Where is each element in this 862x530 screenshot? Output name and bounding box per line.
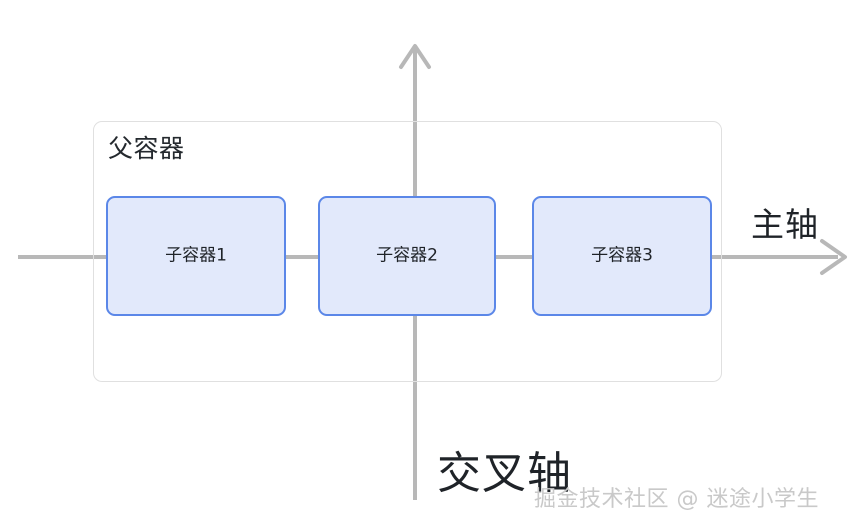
cross-axis-label: 交叉轴 (437, 448, 572, 499)
child-container-box-1: 子容器1 (106, 196, 286, 316)
child-container-label-2: 子容器2 (376, 245, 438, 266)
main-axis-arrowhead-icon (820, 239, 847, 275)
parent-container-box (93, 121, 722, 382)
child-container-box-3: 子容器3 (532, 196, 712, 316)
child-container-label-3: 子容器3 (591, 245, 653, 266)
parent-container-label: 父容器 (108, 134, 185, 163)
child-container-box-2: 子容器2 (318, 196, 496, 316)
child-container-label-1: 子容器1 (165, 245, 227, 266)
cross-axis-arrowhead-icon (399, 44, 431, 69)
watermark-text: 掘金技术社区 @ 迷途小学生 (534, 487, 819, 512)
main-axis-label: 主轴 (751, 205, 819, 244)
